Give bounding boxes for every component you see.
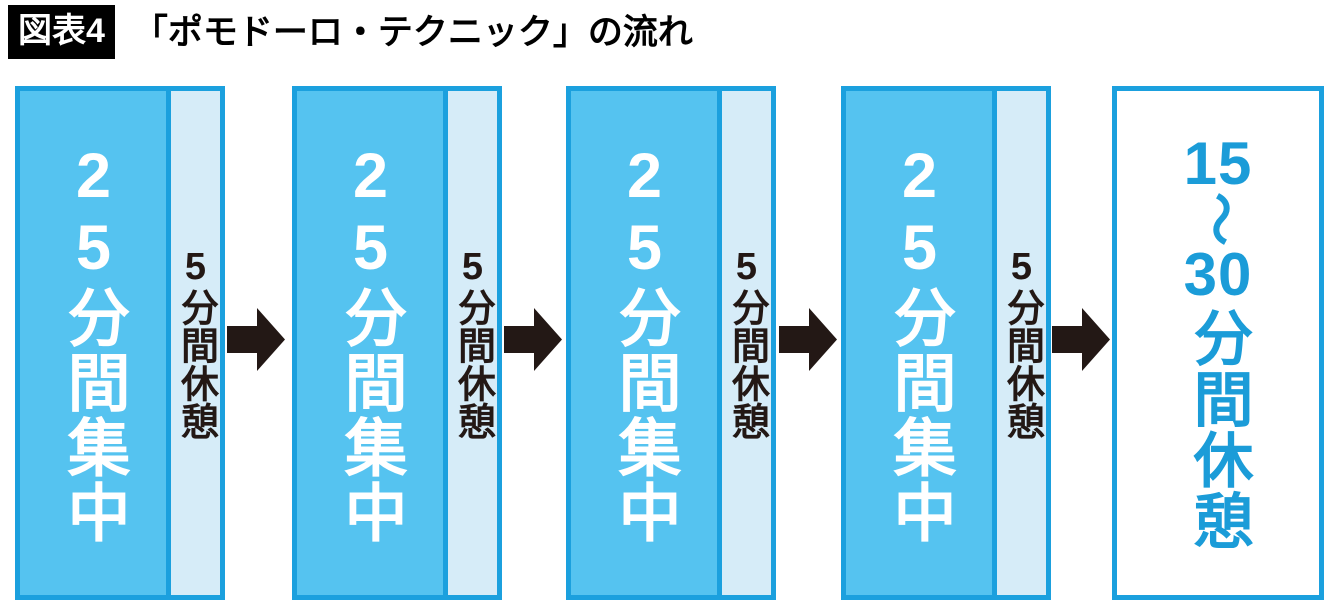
work-label-1: 25分間集中 — [58, 141, 129, 545]
break-label-3: 5分間休憩 — [725, 246, 768, 440]
break-label-2: 5分間休憩 — [451, 246, 494, 440]
work-panel-4: 25分間集中 — [846, 91, 992, 595]
arrow-right-icon-1 — [227, 308, 285, 371]
long-break-label: 15 〜 30 分間休憩 — [1183, 130, 1253, 551]
work-panel-3: 25分間集中 — [571, 91, 717, 595]
panel-divider-1 — [166, 91, 171, 595]
arrow-right-icon-3 — [779, 308, 837, 371]
pomodoro-flow-diagram: 25分間集中 5分間休憩 25分間集中 5分間休憩 25分間集中 5分間休 — [0, 86, 1340, 600]
long-break-range-start: 15 — [1183, 130, 1253, 198]
break-label-1: 5分間休憩 — [174, 246, 217, 440]
panel-divider-3 — [717, 91, 722, 595]
break-panel-1: 5分間休憩 — [171, 91, 220, 595]
break-panel-3: 5分間休憩 — [722, 91, 771, 595]
long-break-range-end: 30 — [1183, 240, 1253, 308]
cycle-block-1: 25分間集中 5分間休憩 — [15, 86, 225, 600]
long-break-box: 15 〜 30 分間休憩 — [1112, 86, 1324, 600]
page-header: 図表4 「ポモドーロ・テクニック」の流れ — [8, 2, 693, 62]
break-label-4: 5分間休憩 — [1000, 246, 1043, 440]
work-panel-2: 25分間集中 — [297, 91, 443, 595]
work-label-4: 25分間集中 — [884, 141, 955, 545]
page-title: 「ポモドーロ・テクニック」の流れ — [132, 12, 693, 52]
cycle-block-2: 25分間集中 5分間休憩 — [292, 86, 502, 600]
work-label-2: 25分間集中 — [335, 141, 406, 545]
arrow-right-icon-2 — [504, 308, 562, 371]
arrow-right-icon-4 — [1052, 308, 1110, 371]
break-panel-4: 5分間休憩 — [997, 91, 1046, 595]
long-break-unit-label: 分間休憩 — [1185, 306, 1252, 551]
figure-number-badge: 図表4 — [8, 5, 115, 59]
cycle-block-3: 25分間集中 5分間休憩 — [566, 86, 776, 600]
break-panel-2: 5分間休憩 — [448, 91, 497, 595]
cycle-block-4: 25分間集中 5分間休憩 — [841, 86, 1051, 600]
long-break-range-separator: 〜 — [1188, 191, 1249, 246]
panel-divider-4 — [992, 91, 997, 595]
work-panel-1: 25分間集中 — [20, 91, 166, 595]
work-label-3: 25分間集中 — [609, 141, 680, 545]
panel-divider-2 — [443, 91, 448, 595]
